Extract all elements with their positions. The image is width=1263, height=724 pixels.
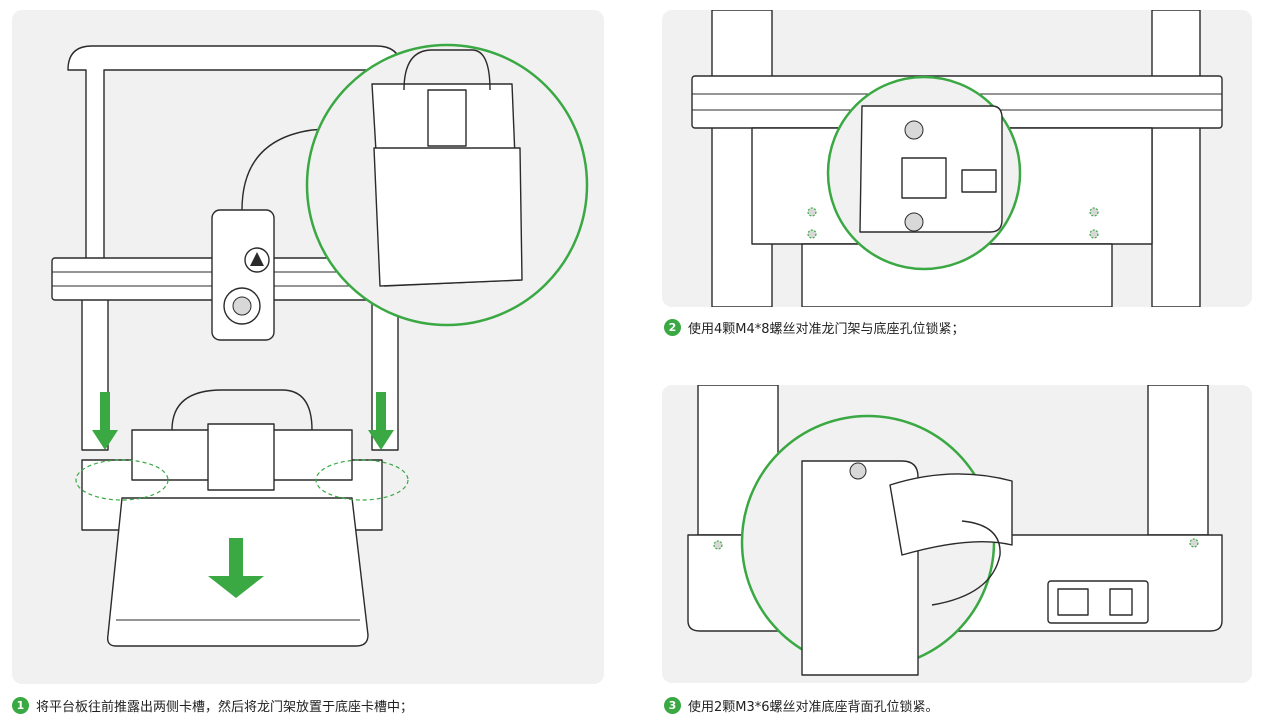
right-slot-highlight [315,459,409,501]
step-1-caption: 1 将平台板往前推露出两侧卡槽，然后将龙门架放置于底座卡槽中； [12,696,413,715]
step-number-badge: 3 [664,697,681,714]
screw-icon [807,207,1099,239]
forward-arrow-icon [208,538,264,598]
step-number-badge: 1 [12,697,29,714]
step-3-illustration [662,385,1252,683]
step-1-illustration [12,10,604,684]
gantry-screw-drawing [691,10,1223,307]
right-upright [1147,385,1209,536]
step-number-badge: 2 [664,319,681,336]
step-2-illustration [662,10,1252,307]
down-arrow-icon [368,392,394,450]
down-arrow-icon [92,392,118,450]
left-slot-highlight [75,459,169,501]
step-2-caption: 2 使用4颗M4*8螺丝对准龙门架与底座孔位锁紧； [664,318,965,337]
zoom-circle-icon [826,75,1022,271]
zoom-circle-icon [305,43,589,327]
ptfe-tube [241,127,343,211]
zoom-circle-icon [740,414,1013,676]
base-back-screw-drawing [687,385,1223,676]
step-3-caption: 3 使用2颗M3*6螺丝对准底座背面孔位锁紧。 [664,696,939,715]
right-upright [1151,10,1201,307]
step-text: 使用4颗M4*8螺丝对准龙门架与底座孔位锁紧； [688,322,965,337]
gantry-placement-drawing [51,43,589,647]
gantry-top-frame [67,45,403,261]
step-text: 将平台板往前推露出两侧卡槽，然后将龙门架放置于底座卡槽中； [36,700,414,715]
screw-icon [713,538,1199,550]
step-text: 使用2颗M3*6螺丝对准底座背面孔位锁紧。 [688,700,939,715]
